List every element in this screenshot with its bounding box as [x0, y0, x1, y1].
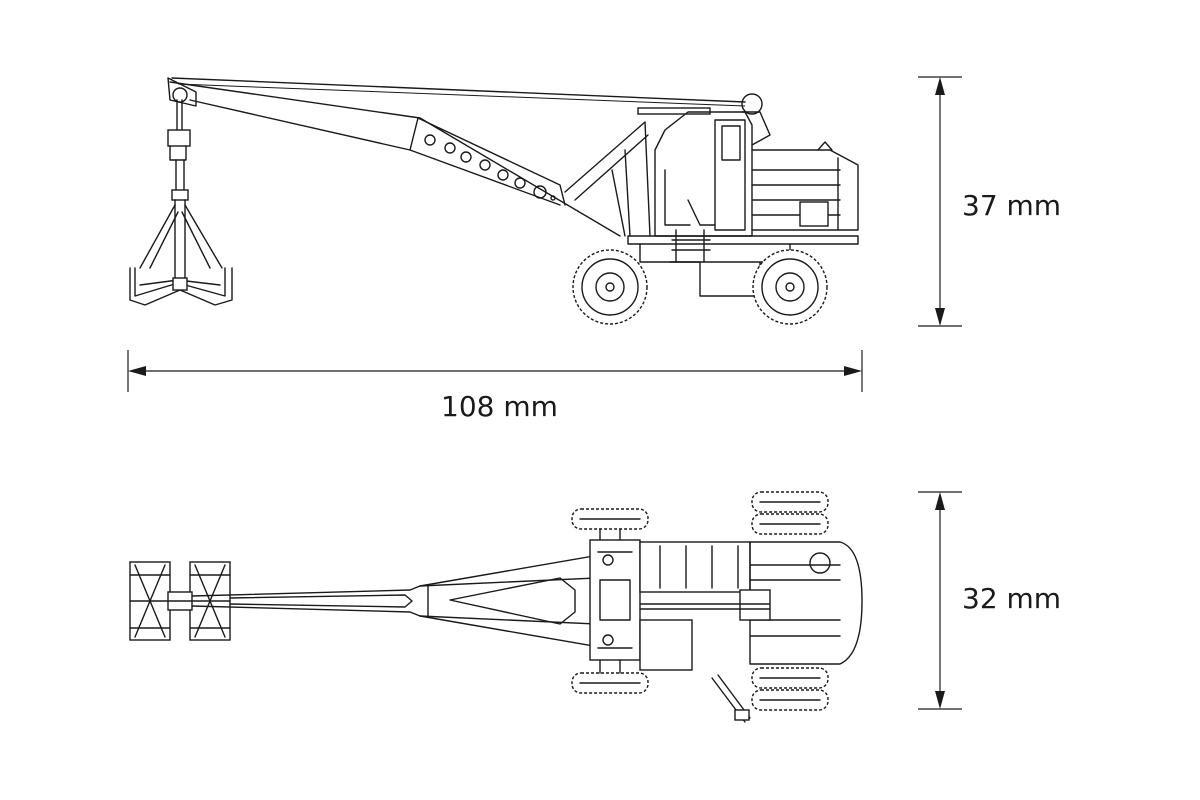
length-dimension: 108 mm — [127, 350, 863, 423]
width-label: 32 mm — [962, 582, 1061, 615]
top-grab — [129, 561, 231, 641]
width-dimension: 32 mm — [918, 491, 1061, 710]
height-dimension: 37 mm — [918, 76, 1061, 327]
top-front-wheels — [571, 508, 649, 694]
grab-bucket — [129, 189, 233, 306]
side-rear-wheel — [752, 249, 828, 325]
boom-holes — [424, 134, 556, 201]
top-rear-wheels — [751, 491, 829, 711]
top-view-crane — [129, 491, 863, 723]
side-view-crane — [129, 77, 859, 325]
cab — [654, 93, 859, 237]
length-label: 108 mm — [441, 390, 558, 423]
side-front-wheel — [572, 249, 648, 325]
height-label: 37 mm — [962, 189, 1061, 222]
